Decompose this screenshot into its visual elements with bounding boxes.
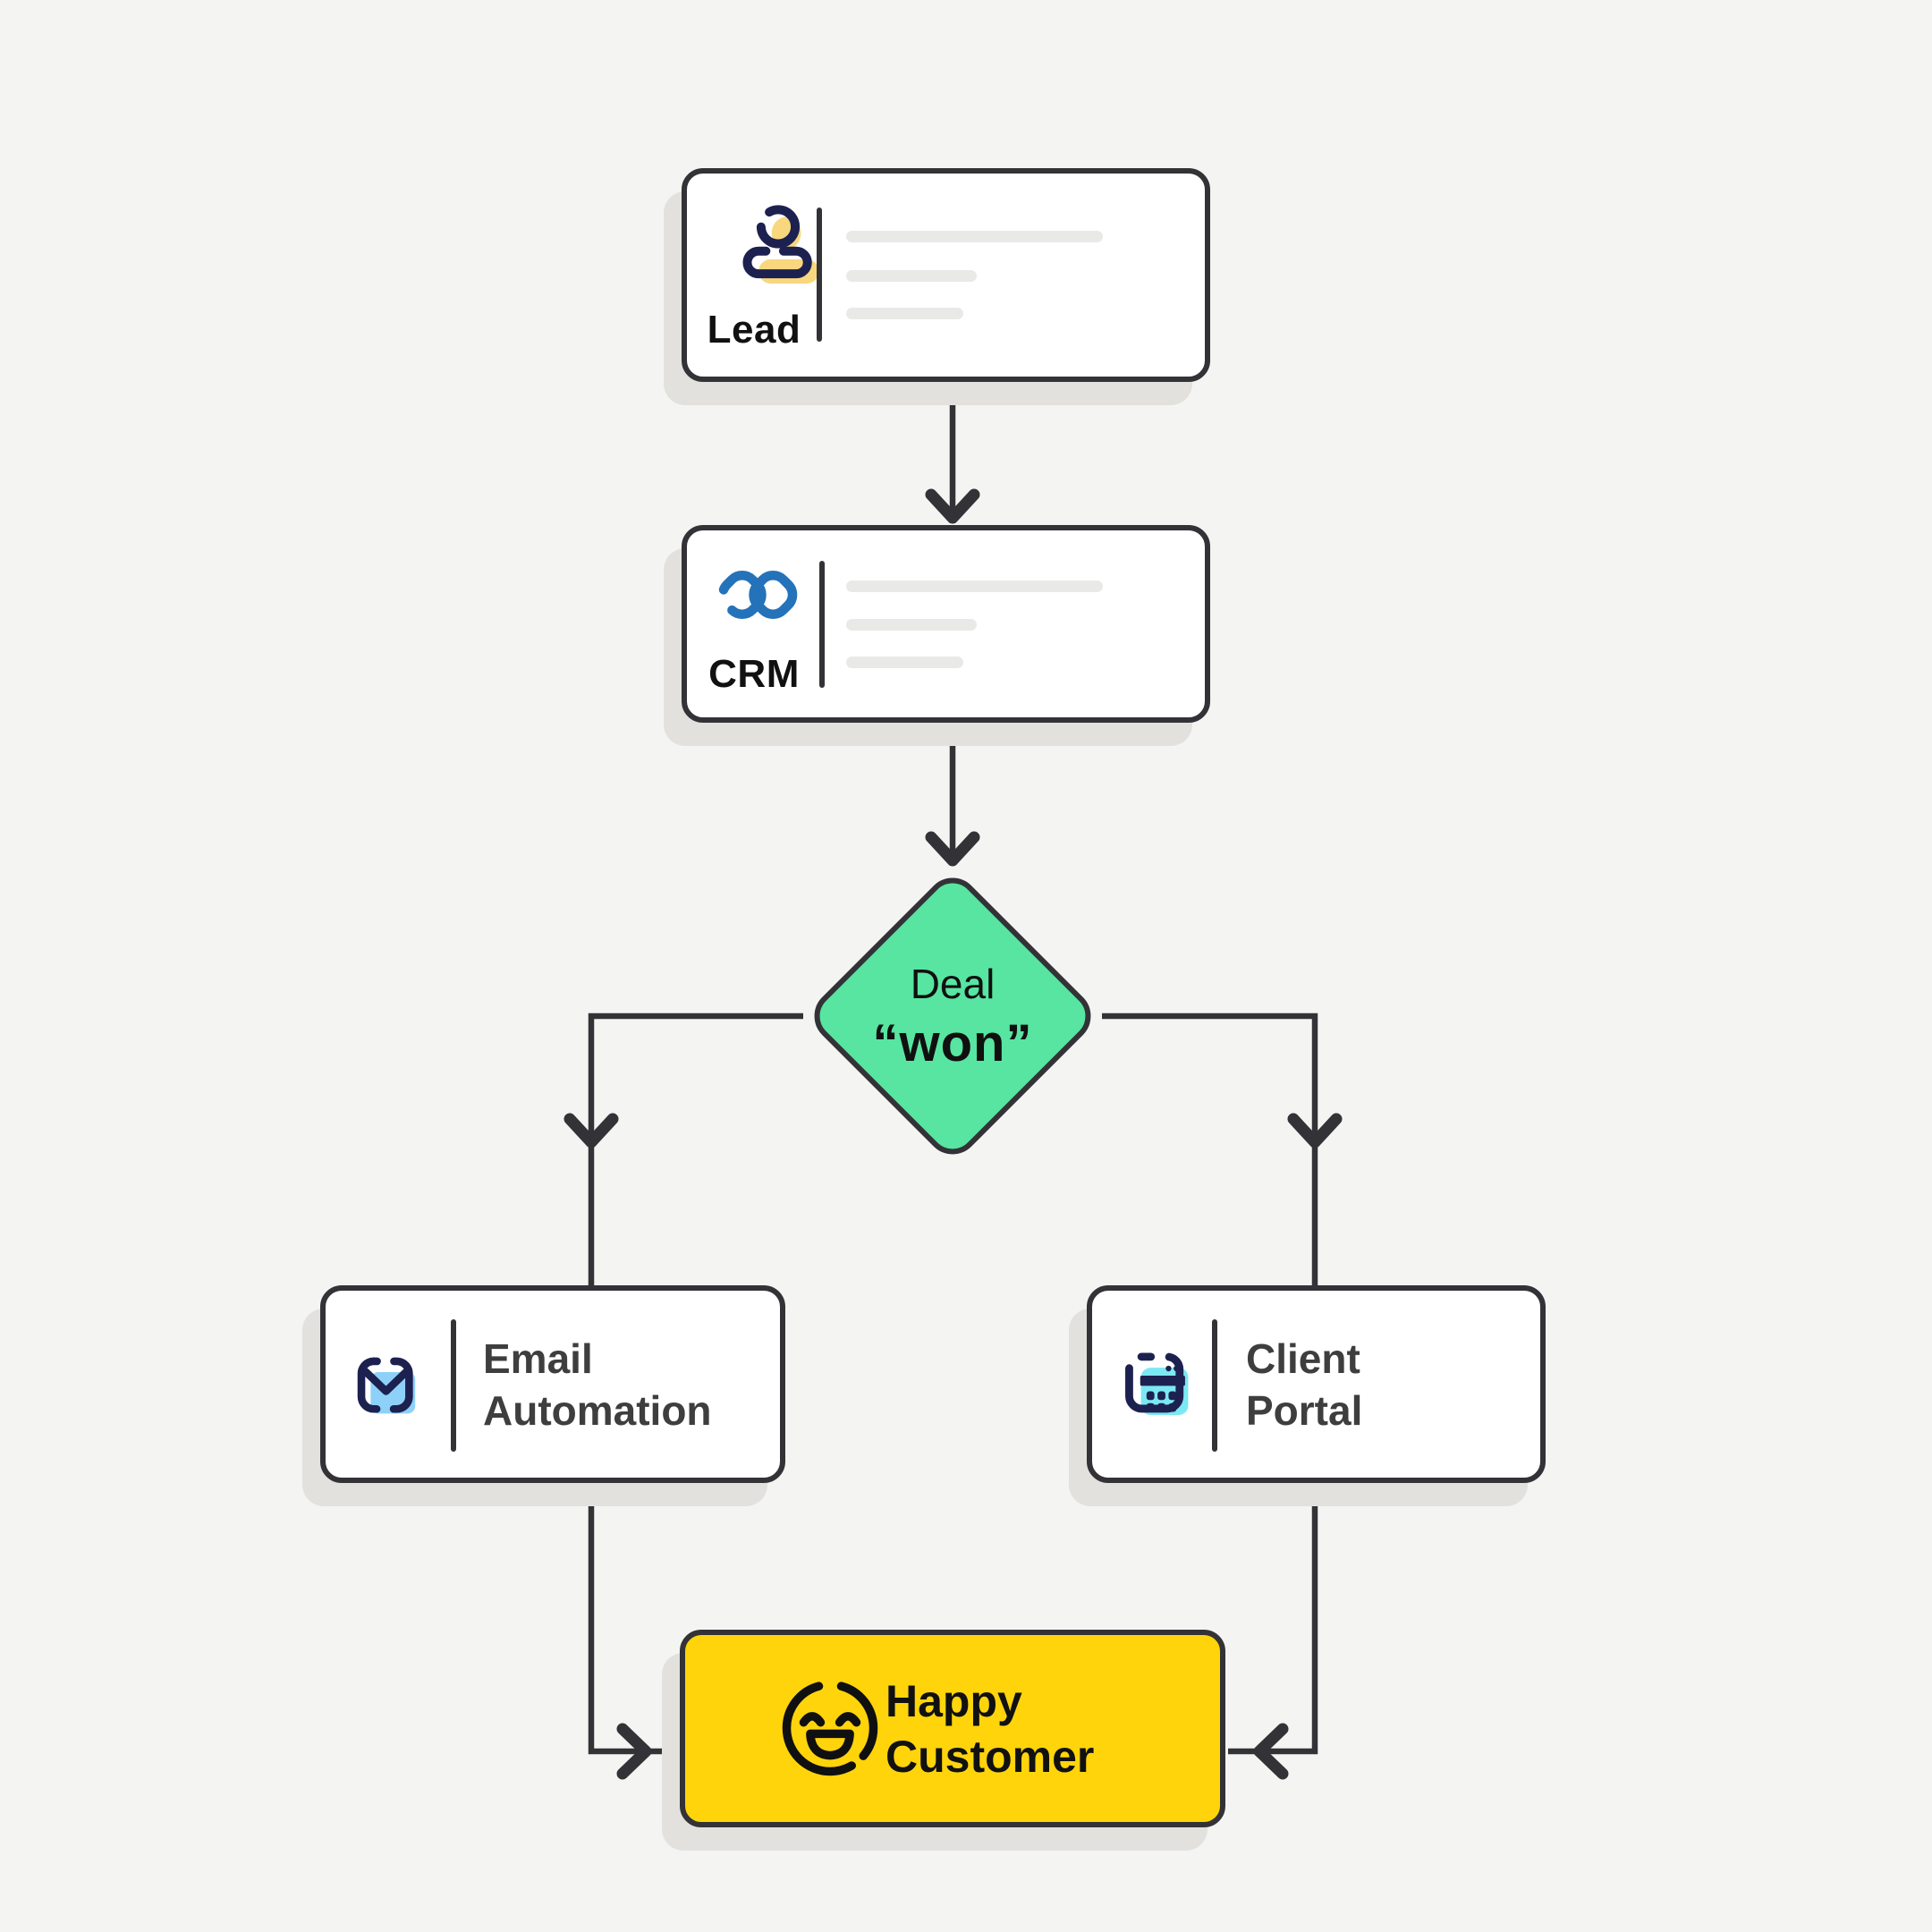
- placeholder-line: [846, 619, 977, 631]
- placeholder-line: [846, 270, 977, 282]
- decision-line1: Deal: [910, 960, 996, 1007]
- happy-customer-line1: Happy: [886, 1675, 1022, 1726]
- arrowhead-right-happy-icon: [616, 1723, 652, 1780]
- arrowhead-down-crm-icon: [925, 488, 980, 524]
- client-portal-line1: Client: [1246, 1335, 1360, 1382]
- placeholder-line: [846, 657, 963, 668]
- placeholder-line: [846, 308, 963, 319]
- node-crm: CRM: [682, 525, 1210, 723]
- email-automation-line2: Automation: [483, 1386, 712, 1434]
- connector-decision-to-portal: [1102, 1013, 1318, 1285]
- divider: [451, 1319, 456, 1452]
- client-portal-label: Client Portal: [1246, 1291, 1362, 1478]
- placeholder-line: [846, 580, 1103, 592]
- decision-line2: “won”: [872, 1013, 1033, 1072]
- connector-decision-to-email: [588, 1013, 803, 1285]
- arrowhead-down-email-icon: [564, 1113, 619, 1148]
- laughing-face-icon: [782, 1680, 878, 1776]
- person-icon: [742, 205, 819, 284]
- divider: [817, 208, 822, 342]
- happy-customer-label: Happy Customer: [886, 1635, 1094, 1822]
- divider: [1212, 1319, 1217, 1452]
- decision-label: Deal “won”: [852, 916, 1053, 1116]
- crm-label: CRM: [708, 652, 800, 696]
- arrowhead-left-happy-icon: [1253, 1723, 1289, 1780]
- connector-portal-to-happy: [1228, 1483, 1318, 1755]
- client-portal-window-icon: [1125, 1352, 1189, 1415]
- happy-customer-line2: Customer: [886, 1731, 1095, 1782]
- placeholder-line: [846, 231, 1103, 242]
- node-client-portal: Client Portal: [1087, 1285, 1546, 1483]
- connector-email-to-happy: [588, 1483, 677, 1755]
- node-lead: Lead: [682, 168, 1210, 382]
- node-happy-customer: Happy Customer: [680, 1630, 1225, 1827]
- node-email-automation: Email Automation: [320, 1285, 785, 1483]
- email-automation-label: Email Automation: [483, 1291, 712, 1478]
- client-portal-line2: Portal: [1246, 1386, 1363, 1434]
- envelope-icon: [357, 1357, 416, 1414]
- lead-label: Lead: [707, 308, 801, 352]
- zoho-crm-logo-icon: [717, 570, 798, 620]
- arrowhead-down-decision-icon: [925, 831, 980, 867]
- arrowhead-down-portal-icon: [1287, 1113, 1343, 1148]
- divider: [819, 561, 825, 688]
- email-automation-line1: Email: [483, 1335, 593, 1382]
